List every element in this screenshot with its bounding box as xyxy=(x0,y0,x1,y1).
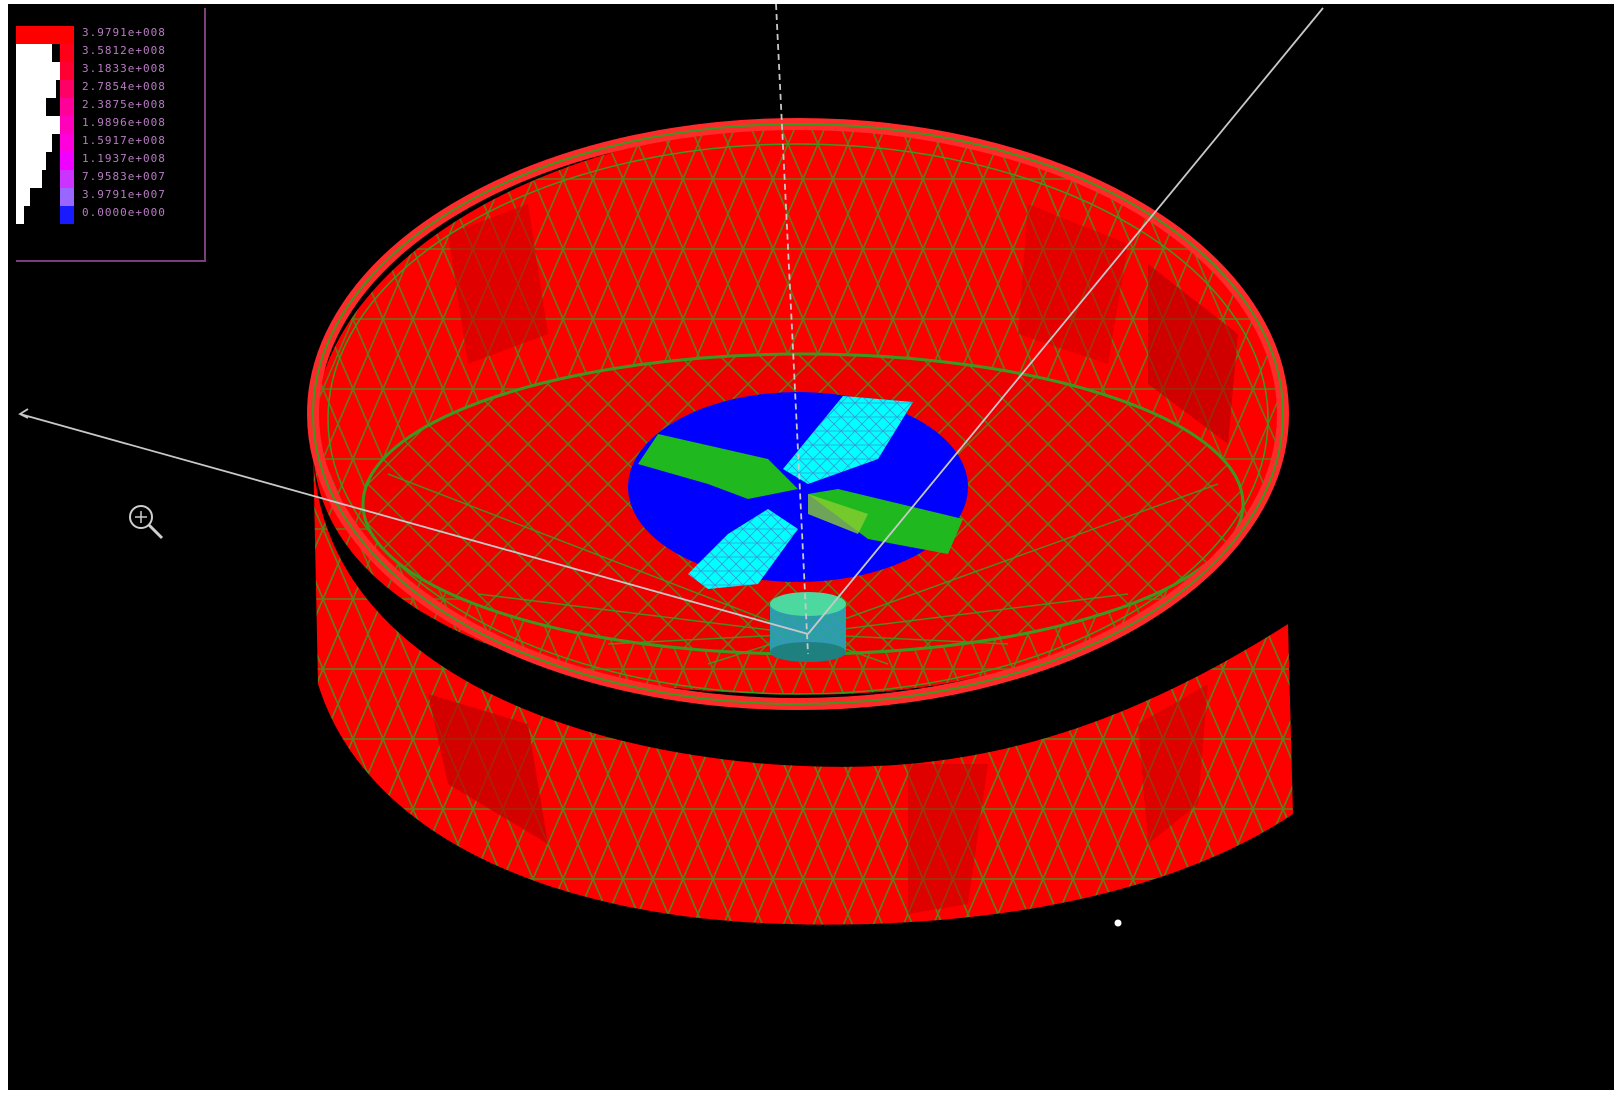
legend-histogram-bar xyxy=(16,26,60,44)
legend-value-label: 1.9896e+008 xyxy=(82,116,166,129)
legend-value-label: 1.5917e+008 xyxy=(82,134,166,147)
legend-color-swatch xyxy=(60,44,74,62)
contour-legend: 3.9791e+008 3.5812e+008 3.1833e+008 2.7854e… xyxy=(16,8,206,262)
impeller-disc xyxy=(628,392,968,589)
zoom-magnifier-icon xyxy=(126,502,166,542)
legend-histogram-bar xyxy=(16,62,60,80)
legend-histogram-bar xyxy=(16,134,52,152)
legend-color-swatch xyxy=(60,206,74,224)
legend-histogram-bar xyxy=(16,44,52,62)
outer-cylinder-wall xyxy=(313,444,1293,925)
legend-value-label: 2.3875e+008 xyxy=(82,98,166,111)
legend-color-swatch xyxy=(60,134,74,152)
y-axis-line xyxy=(807,7,1324,635)
fem-model-scene[interactable] xyxy=(8,4,1614,1094)
legend-color-swatch xyxy=(60,188,74,206)
legend-histogram-bar xyxy=(16,98,46,116)
legend-histogram-bar xyxy=(16,170,42,188)
legend-value-label: 3.9791e+007 xyxy=(82,188,166,201)
legend-color-swatch xyxy=(60,62,74,80)
coordinate-axes xyxy=(18,4,1324,655)
legend-value-label: 3.1833e+008 xyxy=(82,62,166,75)
legend-color-swatch xyxy=(60,80,74,98)
legend-color-swatch xyxy=(60,170,74,188)
legend-value-label: 0.0000e+000 xyxy=(82,206,166,219)
x-axis-line xyxy=(19,413,809,635)
legend-color-swatch xyxy=(60,116,74,134)
legend-histogram-bar xyxy=(16,188,30,206)
legend-value-label: 1.1937e+008 xyxy=(82,152,166,165)
legend-value-label: 3.5812e+008 xyxy=(82,44,166,57)
legend-histogram-bar xyxy=(16,116,60,134)
legend-histogram-bar xyxy=(16,152,46,170)
legend-histogram-bar xyxy=(16,206,24,224)
legend-value-label: 2.7854e+008 xyxy=(82,80,166,93)
legend-value-label: 7.9583e+007 xyxy=(82,170,166,183)
legend-color-swatch xyxy=(60,98,74,116)
cylinder-rim xyxy=(307,118,1289,710)
legend-color-swatch xyxy=(60,152,74,170)
legend-color-swatch xyxy=(60,26,74,44)
legend-value-label: 3.9791e+008 xyxy=(82,26,166,39)
legend-histogram-bar xyxy=(16,80,56,98)
z-axis-line xyxy=(775,4,809,655)
pivot-marker xyxy=(1114,919,1122,927)
